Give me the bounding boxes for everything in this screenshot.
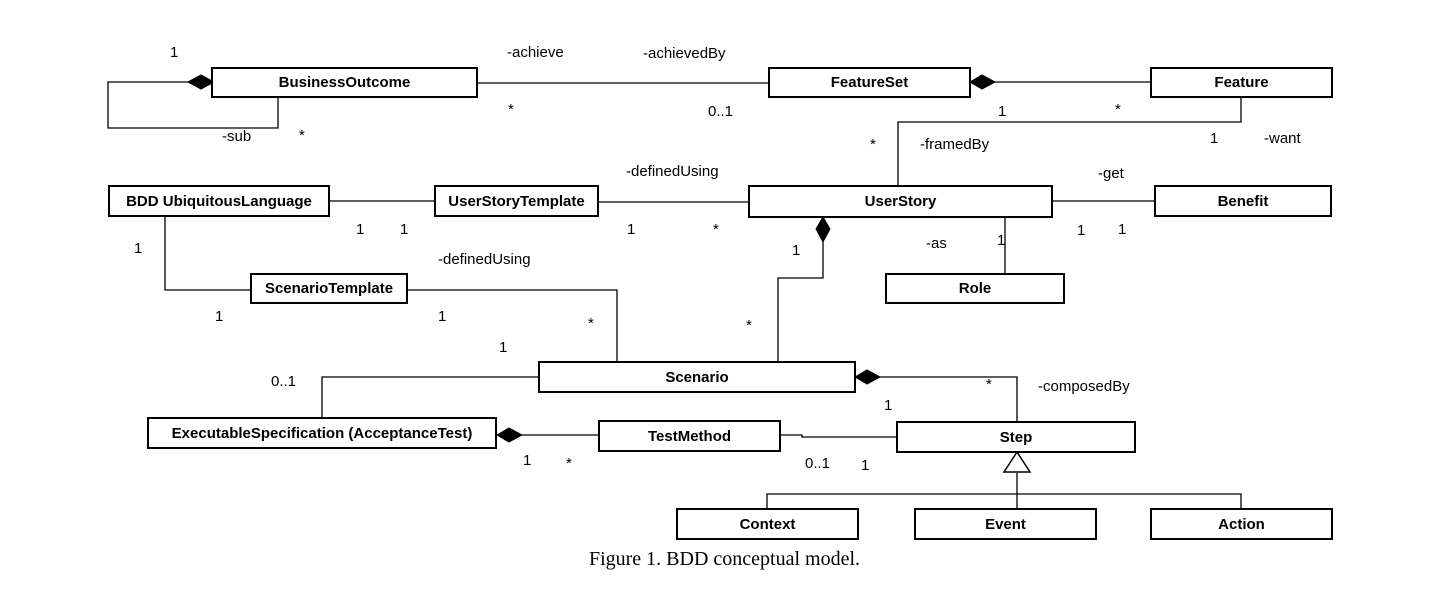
mult-scenario-es-one: 1 <box>499 339 508 356</box>
class-user-story: UserStory <box>748 185 1053 218</box>
class-user-story-template: UserStoryTemplate <box>434 185 599 217</box>
mult-story-scenario-one: 1 <box>792 242 801 259</box>
mult-es-tm-one: 1 <box>523 452 532 469</box>
role-defined-using-scenario: -definedUsing <box>438 251 531 268</box>
mult-scenario-step-many: * <box>986 376 992 393</box>
class-event: Event <box>914 508 1097 540</box>
class-benefit: Benefit <box>1154 185 1332 217</box>
line-userstory-scenario <box>777 241 824 362</box>
class-test-method: TestMethod <box>598 420 781 452</box>
line-generalization-branches <box>766 493 1242 509</box>
mult-tm-step-zero-one: 0..1 <box>805 455 831 472</box>
class-feature-set: FeatureSet <box>768 67 971 98</box>
line-feature-userstory <box>897 97 1242 186</box>
mult-es-tm-many: * <box>566 455 572 472</box>
line-testmethod-step <box>780 434 896 438</box>
role-sub: -sub <box>222 128 252 145</box>
diamond-userstory <box>815 216 831 244</box>
mult-scenario-step-one: 1 <box>884 397 893 414</box>
class-benefit-label: Benefit <box>1217 192 1269 210</box>
class-action: Action <box>1150 508 1333 540</box>
mult-feature-story-one: 1 <box>1210 130 1219 147</box>
mult-story-benefit-one-a: 1 <box>1077 222 1086 239</box>
mult-lang-st-one-b: 1 <box>215 308 224 325</box>
class-ubiquitous-language: BDD UbiquitousLanguage <box>108 185 330 217</box>
class-role: Role <box>885 273 1065 304</box>
role-achieve: -achieve <box>507 44 564 61</box>
line-st-scenario <box>407 289 618 362</box>
role-framed-by: -framedBy <box>920 136 990 153</box>
mult-feature-story-many: * <box>870 136 876 153</box>
class-step-label: Step <box>999 428 1033 446</box>
mult-lang-ust-one-b: 1 <box>400 221 409 238</box>
mult-st-scenario-one: 1 <box>438 308 447 325</box>
class-ubiquitous-language-label: BDD UbiquitousLanguage <box>126 192 312 210</box>
class-feature-set-label: FeatureSet <box>830 74 909 91</box>
class-feature: Feature <box>1150 67 1333 98</box>
figure-caption: Figure 1. BDD conceptual model. <box>588 548 861 570</box>
mult-story-scenario-many: * <box>746 317 752 334</box>
line-scenario-step <box>880 376 1018 422</box>
class-business-outcome: BusinessOutcome <box>211 67 478 98</box>
generalization-triangle <box>1002 450 1032 473</box>
mult-bo-self-one: 1 <box>170 44 179 61</box>
diamond-es <box>496 427 524 443</box>
class-test-method-label: TestMethod <box>647 427 732 445</box>
line-bo-self <box>107 81 279 129</box>
mult-bo-fs-zero-one: 0..1 <box>708 103 734 120</box>
role-as: -as <box>926 235 947 252</box>
class-context: Context <box>676 508 859 540</box>
role-get: -get <box>1098 165 1124 182</box>
class-scenario: Scenario <box>538 361 856 393</box>
class-action-label: Action <box>1218 515 1265 533</box>
class-event-label: Event <box>985 515 1026 533</box>
mult-fs-feature-many: * <box>1115 101 1121 118</box>
class-business-outcome-label: BusinessOutcome <box>278 74 411 91</box>
mult-tm-step-one: 1 <box>861 457 870 474</box>
class-feature-label: Feature <box>1214 74 1269 91</box>
mult-story-benefit-one-b: 1 <box>1118 221 1127 238</box>
role-want: -want <box>1264 130 1301 147</box>
class-role-label: Role <box>958 280 992 297</box>
class-scenario-template: ScenarioTemplate <box>250 273 408 304</box>
line-lang-st <box>164 216 250 291</box>
mult-bo-fs-many: * <box>508 101 514 118</box>
mult-ust-story-many: * <box>713 221 719 238</box>
mult-lang-st-one-a: 1 <box>134 240 143 257</box>
class-scenario-label: Scenario <box>665 368 729 386</box>
class-user-story-label: UserStory <box>864 193 937 210</box>
mult-story-role-one: 1 <box>997 232 1006 249</box>
class-executable-specification: ExecutableSpecification (AcceptanceTest) <box>147 417 497 449</box>
role-achieved-by: -achievedBy <box>643 45 726 62</box>
role-defined-using-story: -definedUsing <box>626 163 719 180</box>
mult-ust-story-one: 1 <box>627 221 636 238</box>
mult-scenario-es-zero-one: 0..1 <box>271 373 297 390</box>
role-composed-by: -composedBy <box>1038 378 1130 395</box>
mult-fs-feature-one: 1 <box>998 103 1007 120</box>
mult-lang-ust-one-a: 1 <box>356 221 365 238</box>
class-scenario-template-label: ScenarioTemplate <box>264 280 394 297</box>
class-executable-specification-label: ExecutableSpecification (AcceptanceTest) <box>171 424 473 442</box>
mult-bo-self-many: * <box>299 127 305 144</box>
diamond-scenario <box>854 369 882 385</box>
class-context-label: Context <box>739 515 796 533</box>
class-user-story-template-label: UserStoryTemplate <box>448 192 585 210</box>
line-scenario-es <box>321 376 538 417</box>
diamond-featureset <box>969 74 997 90</box>
class-step: Step <box>896 421 1136 453</box>
mult-st-scenario-many: * <box>588 315 594 332</box>
